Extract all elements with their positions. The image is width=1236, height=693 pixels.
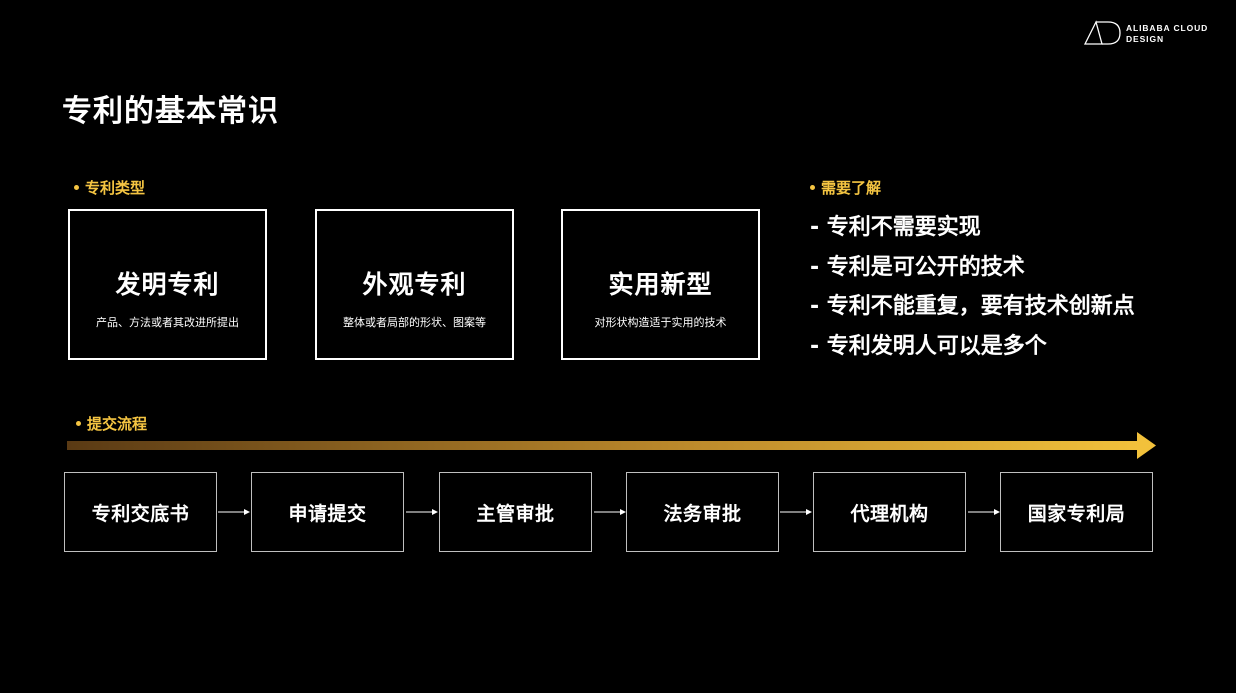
process-label-text: 提交流程	[87, 415, 148, 433]
notes-label: 需要了解	[810, 177, 881, 198]
brand-line-1: ALIBABA CLOUD	[1126, 23, 1209, 33]
bullet-dot-icon	[76, 421, 81, 426]
process-step-4: 法务审批	[626, 472, 779, 552]
process-step-5: 代理机构	[813, 472, 966, 552]
card-title: 发明专利	[115, 270, 220, 299]
brand-line-2: DESIGN	[1126, 34, 1164, 44]
note-item: - 专利不需要实现	[810, 215, 981, 240]
card-desc: 整体或者局部的形状、图案等	[343, 316, 486, 329]
alibaba-cloud-logo-icon	[1084, 20, 1121, 45]
step-arrow-icon	[406, 509, 438, 515]
card-desc: 产品、方法或者其改进所提出	[96, 316, 239, 329]
step-arrow-icon	[968, 509, 1000, 515]
notes-label-text: 需要了解	[821, 179, 882, 197]
type-card-invention: 发明专利 产品、方法或者其改进所提出	[68, 209, 267, 360]
note-item: - 专利发明人可以是多个	[810, 333, 1047, 359]
step-arrow-icon	[594, 509, 626, 515]
process-step-2: 申请提交	[251, 472, 404, 552]
brand-text: ALIBABA CLOUD DESIGN	[1126, 23, 1208, 45]
timeline-arrow-icon	[67, 432, 1156, 459]
patent-types-label: 专利类型	[74, 177, 145, 198]
patent-types-label-text: 专利类型	[85, 179, 146, 197]
card-desc: 对形状构造适于实用的技术	[594, 316, 727, 329]
process-label: 提交流程	[76, 413, 147, 434]
process-step-3: 主管审批	[439, 472, 592, 552]
type-card-design: 外观专利 整体或者局部的形状、图案等	[315, 209, 514, 360]
step-arrow-icon	[218, 509, 250, 515]
bullet-dot-icon	[810, 185, 815, 190]
notes-list: - 专利不需要实现 - 专利是可公开的技术 - 专利不能重复，要有技术创新点 -…	[810, 209, 1135, 367]
type-card-utility: 实用新型 对形状构造适于实用的技术	[561, 209, 760, 360]
note-item: - 专利是可公开的技术	[810, 254, 1025, 280]
note-item: - 专利不能重复，要有技术创新点	[810, 294, 1135, 319]
step-arrow-icon	[780, 509, 812, 515]
process-step-6: 国家专利局	[1000, 472, 1153, 552]
brand-logo: ALIBABA CLOUD DESIGN	[1084, 20, 1214, 48]
bullet-dot-icon	[74, 185, 79, 190]
process-step-1: 专利交底书	[64, 472, 217, 552]
page-title: 专利的基本常识	[62, 94, 279, 129]
card-title: 实用新型	[608, 270, 713, 299]
card-title: 外观专利	[362, 270, 467, 299]
